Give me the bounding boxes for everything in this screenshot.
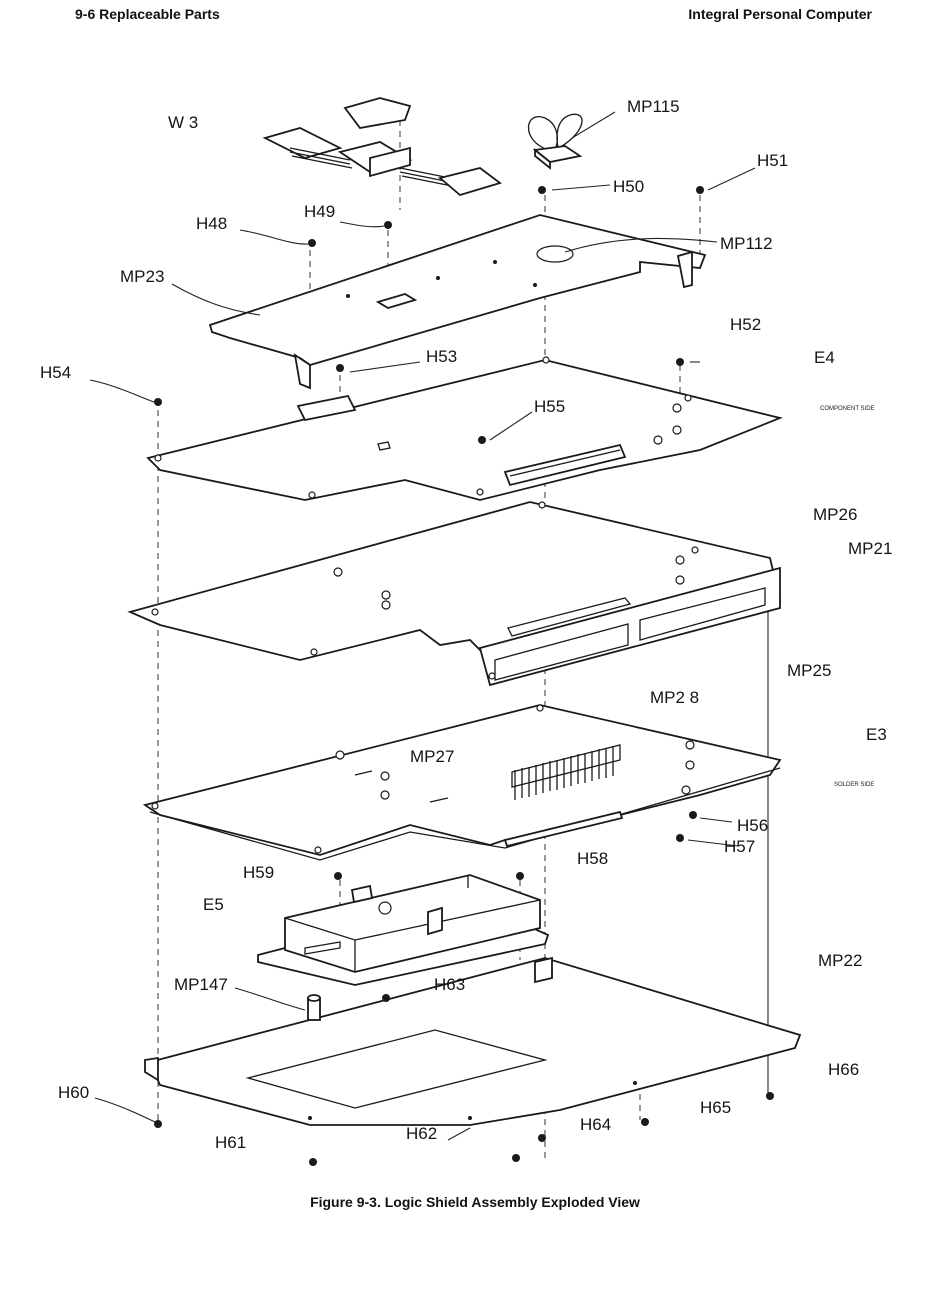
leader-lines [89, 111, 756, 1141]
screw-h55 [478, 436, 486, 444]
shield-frame-mp26 [127, 501, 782, 687]
screw-h49 [384, 221, 392, 229]
screw-h60 [154, 1120, 162, 1128]
label-mp28: MP2 8 [650, 688, 699, 707]
label-mp23: MP23 [120, 267, 164, 286]
screw-h66 [766, 1092, 774, 1100]
screws [154, 186, 774, 1166]
screw-h48 [308, 239, 316, 247]
screw-h51 [696, 186, 704, 194]
label-h65: H65 [700, 1098, 731, 1117]
shield-plate-mp23 [208, 214, 707, 390]
label-h48: H48 [196, 214, 227, 233]
label-mp25: MP25 [787, 661, 831, 680]
screw-h63 [382, 994, 390, 1002]
label-h61: H61 [215, 1133, 246, 1152]
screw-h58 [516, 872, 524, 880]
label-h51: H51 [757, 151, 788, 170]
screw-h56 [689, 811, 697, 819]
label-h55: H55 [534, 397, 565, 416]
label-h53: H53 [426, 347, 457, 366]
pin-header [511, 744, 621, 800]
label-e3: E3 [866, 725, 887, 744]
label-mp26: MP26 [813, 505, 857, 524]
screw-h62 [512, 1154, 520, 1162]
label-h59: H59 [243, 863, 274, 882]
label-h52: H52 [730, 315, 761, 334]
label-mp22: MP22 [818, 951, 862, 970]
label-mp21: MP21 [848, 539, 892, 558]
screw-h53 [336, 364, 344, 372]
label-mp147: MP147 [174, 975, 228, 994]
label-mp112: MP112 [720, 234, 773, 253]
screw-h54 [154, 398, 162, 406]
label-e4: E4 [814, 348, 835, 367]
label-h49: H49 [304, 202, 335, 221]
logic-board-e3 [142, 704, 782, 861]
label-h50: H50 [613, 177, 644, 196]
label-h63: H63 [434, 975, 465, 994]
screw-h64a [538, 1134, 546, 1142]
note-solder-side: SOLDER SIDE [834, 782, 874, 788]
page-header-left: 9-6 Replaceable Parts [75, 6, 220, 22]
bottom-shield-mp22 [144, 956, 802, 1126]
screw-h59 [334, 872, 342, 880]
label-h54: H54 [40, 363, 71, 382]
screw-h57 [676, 834, 684, 842]
label-mp115: MP115 [627, 97, 680, 116]
screw-h52 [676, 358, 684, 366]
label-h62: H62 [406, 1124, 437, 1143]
label-h58: H58 [577, 849, 608, 868]
label-h66: H66 [828, 1060, 859, 1079]
page-header-right: Integral Personal Computer [688, 6, 872, 22]
screw-h50 [538, 186, 546, 194]
figure-caption: Figure 9-3. Logic Shield Assembly Explod… [310, 1194, 640, 1210]
label-w3: W 3 [168, 113, 198, 132]
label-e5: E5 [203, 895, 224, 914]
label-h64: H64 [580, 1115, 611, 1134]
screw-h61 [309, 1158, 317, 1166]
cable-w3 [262, 97, 502, 197]
cable-clip-mp115 [527, 113, 583, 170]
standoff-mp147 [307, 994, 321, 1021]
label-h56: H56 [737, 816, 768, 835]
screw-h64b [641, 1118, 649, 1126]
label-mp27: MP27 [410, 747, 454, 766]
logic-board-e4 [146, 356, 783, 501]
part-labels: W 3 MP115 H51 H50 H48 H49 MP112 MP23 H52… [40, 97, 892, 1152]
note-component-side: COMPONENT SIDE [820, 406, 875, 412]
label-h57: H57 [724, 837, 755, 856]
module-e5 [257, 874, 550, 986]
label-h60: H60 [58, 1083, 89, 1102]
